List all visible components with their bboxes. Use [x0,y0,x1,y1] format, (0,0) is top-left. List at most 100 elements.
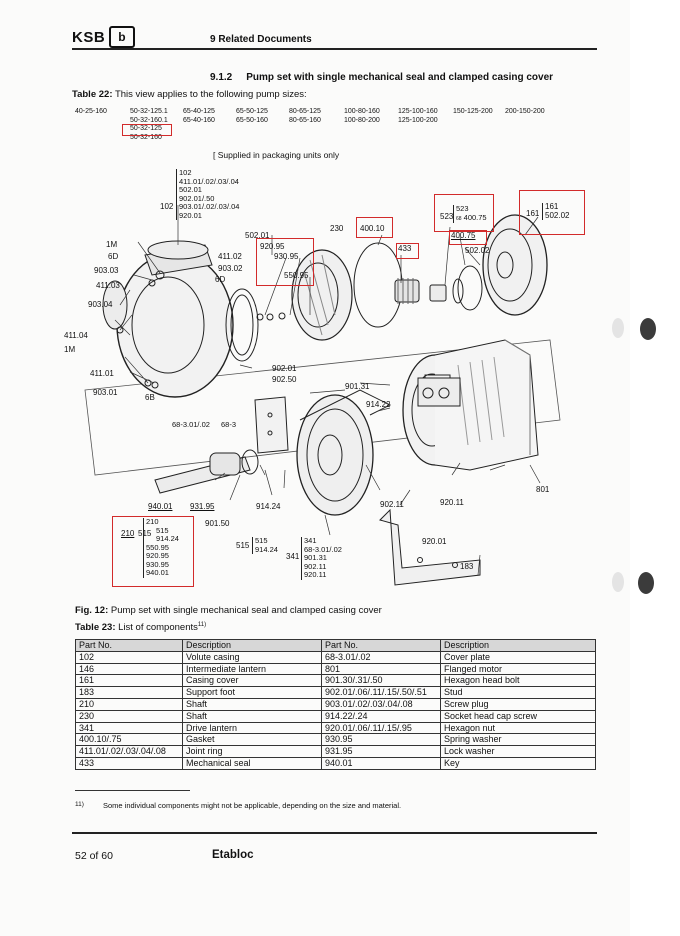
part-label: 902.01 [272,364,297,373]
part-label: 903.03 [94,266,119,275]
exploded-drawing: 102 411.01/.02/.03/.04 502.01 902.01/.50… [60,165,620,605]
part-label: 515 [156,525,169,535]
part-label: 801 [536,485,550,494]
table-cell: Cover plate [440,650,596,664]
table-cell: 183 [75,686,183,699]
table-cell: Socket head cap screw [440,709,596,723]
part-label: 1M [106,240,118,249]
part-label: 515 [138,529,152,538]
size-item: 50-32-160.1 [130,116,168,124]
part-label: 433 [398,244,412,253]
part-label: 161 [526,209,540,218]
page-number: 52 of 60 [75,850,113,862]
punch-hole-icon [612,572,624,592]
part-label: 901.31 [345,382,370,391]
punch-hole-icon [612,318,624,338]
part-label: 914.24 [156,534,179,543]
part-label: 920.01 [179,210,202,220]
table-cell: Gasket [182,733,322,747]
part-label: 400.75 [451,231,476,240]
column-header: Description [182,639,322,652]
table-cell: 901.30/.31/.50 [321,674,441,688]
table-cell: Key [440,756,596,770]
highlight-box [449,230,487,245]
table-cell: 914.22/.24 [321,709,441,723]
table22-text: This view applies to the following pump … [114,89,307,100]
part-label: 341 [286,552,300,561]
part-label: 183 [460,562,474,571]
table-cell: Mechanical seal [182,756,322,770]
page-margin [630,0,680,936]
part-label: 6B [145,393,155,402]
highlight-box [396,243,419,259]
part-label: 515 [236,541,250,550]
table-cell: 801 [321,662,441,676]
table-cell: Casing cover [182,674,322,688]
part-label: 411.01/.02/.03/.04 [179,176,239,186]
column-header: Part No. [75,639,183,652]
part-label: 411.01 [90,369,114,378]
table-cell: Volute casing [182,650,322,664]
size-item: 200-150-200 [505,108,545,115]
table-cell: 102 [75,650,183,664]
size-item: 80-65-125 [289,108,321,115]
part-label: 515 [255,536,268,545]
part-label: 230 [330,224,344,233]
part-label: 902.01/.50 [179,193,215,203]
components-table: Part No. Description Part No. Descriptio… [75,639,596,770]
size-item: 50-32-125 [130,125,162,132]
part-label: 523 [456,204,469,213]
table-cell: Hexagon nut [440,721,596,735]
table-cell: Shaft [182,709,322,723]
part-label: 68-3 [221,420,237,429]
table-cell: 931.95 [321,745,441,758]
header-section-title: 9 Related Documents [210,34,312,45]
table22-label: Table 22: [72,89,113,100]
size-col: 80-65-125 80-65-160 [289,108,321,125]
brand-name: KSB [72,28,106,46]
table-cell: 920.01/.06/.11/.15/.95 [321,721,441,735]
table-cell: 230 [75,709,183,723]
part-label: 411.03 [96,281,120,290]
column-header: Description [440,639,596,652]
table-cell: Stud [440,686,596,699]
footnote-ref: 11) [197,622,207,628]
table-cell: Spring washer [440,733,596,747]
table-cell: 400.10/.75 [75,733,183,747]
size-item: 65-50-160 [236,116,268,124]
table22-caption: Table 22: This view applies to the follo… [72,89,307,100]
part-label: 903.04 [88,300,113,309]
footnote-text: Some individual components might not be … [103,801,402,810]
table-cell: 210 [75,697,183,711]
part-label: 930.95 [274,252,299,261]
part-label: 902.50 [272,375,297,384]
table-cell: Shaft [182,697,322,711]
size-item: 65-40-160 [183,116,215,124]
section-text: Pump set with single mechanical seal and… [246,72,554,83]
table-cell: Support foot [182,686,322,699]
header-divider [72,48,597,50]
part-label: 920.01 [422,537,447,546]
size-col: 50-32-125.1 50-32-160.1 50-32-125 50-32-… [130,108,168,142]
part-label: 400.75 [463,212,487,222]
table-cell: 411.01/.02/.03/.04/.08 [75,745,183,758]
size-item: 100-80-200 [344,116,380,124]
part-label: 68-3.01/.02 [172,420,210,429]
table-cell: 433 [75,756,183,770]
part-label: 6D [108,252,119,261]
table-cell: Joint ring [182,745,322,758]
table-cell: 146 [75,662,183,676]
highlight-box [519,190,585,235]
part-label: 523 [440,212,454,221]
size-item: 50-32-125.1 [130,108,168,115]
column-header: Part No. [321,639,441,652]
part-label: 550.95 [284,271,309,280]
part-label: 400.10 [360,224,385,233]
part-label: 914.24 [255,544,278,554]
size-col: 65-40-125 65-40-160 [183,108,215,125]
table-cell: Flanged motor [440,662,596,676]
part-label: 920.11 [304,570,327,579]
